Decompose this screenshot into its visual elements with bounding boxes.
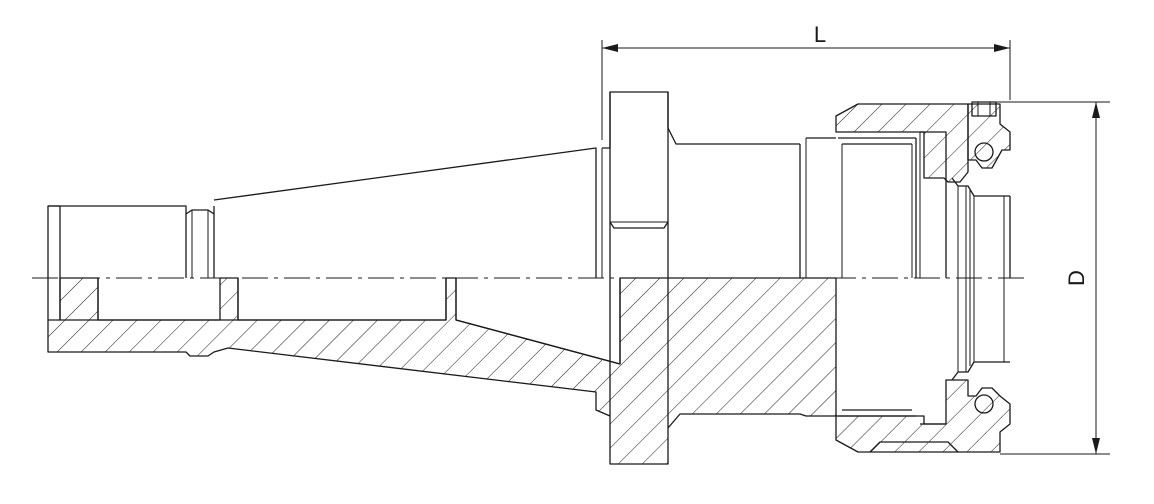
diameter-label: D: [1064, 270, 1089, 286]
holder-lower-section: [47, 277, 837, 465]
length-label: L: [814, 22, 826, 47]
taper-shank-view: [47, 147, 603, 278]
diameter-dimension: [996, 101, 1110, 455]
length-dimension: [601, 40, 1011, 140]
clamping-nut-upper-section: [835, 101, 1011, 278]
body-thread-view: [799, 137, 836, 278]
flange-view: [602, 91, 800, 278]
clamping-nut-lower-section: [835, 278, 1011, 453]
